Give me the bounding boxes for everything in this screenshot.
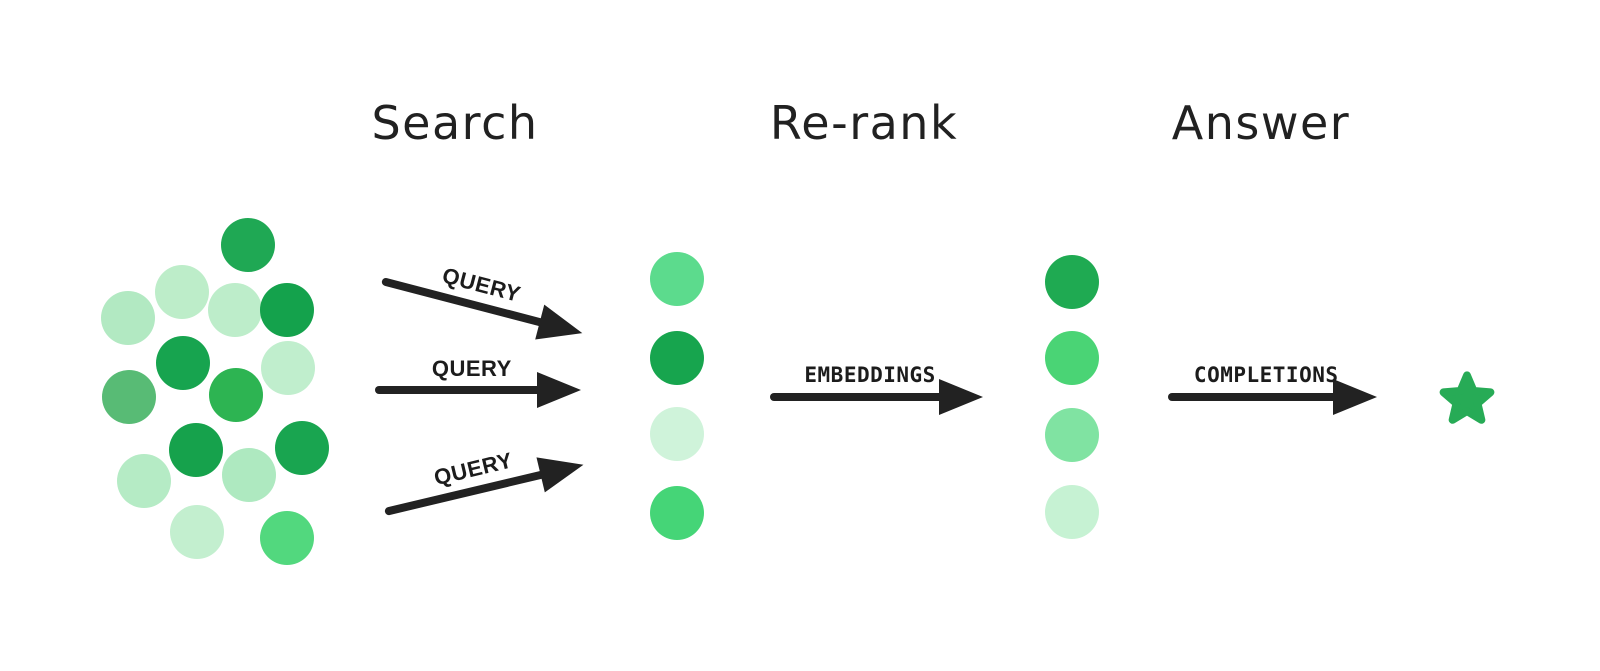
dot [650,407,704,461]
arrow-head-icon [537,372,581,408]
dot [261,341,315,395]
arrow-shaft [375,386,543,394]
dot [117,454,171,508]
embeddings-arrow-label: EMBEDDINGS [804,363,936,387]
query-arrow-middle: QUERY [375,356,581,408]
stage-title-rerank: Re-rank [769,96,959,150]
dot [260,283,314,337]
dot [156,336,210,390]
answer-star-icon [1436,368,1498,430]
dot [1045,255,1099,309]
query-arrow-top: QUERY [380,263,587,351]
dot [222,448,276,502]
arrow-head-icon [536,447,588,493]
arrow-head-icon [1333,379,1377,415]
completions-arrow-label: COMPLETIONS [1193,363,1339,387]
star-shape [1439,371,1495,424]
dot [1045,408,1099,462]
stage-title-answer: Answer [1171,96,1351,150]
completions-arrow: COMPLETIONS [1168,363,1377,415]
query-arrow-bottom: QUERY [384,447,588,516]
arrow-shaft [770,393,945,401]
dot [209,368,263,422]
dot [260,511,314,565]
arrow-shaft [1168,393,1339,401]
dot [1045,485,1099,539]
dot [650,252,704,306]
dot [650,486,704,540]
arrow-head-icon [535,304,587,351]
embeddings-arrow: EMBEDDINGS [770,363,983,415]
dot [221,218,275,272]
dot [101,291,155,345]
dot [1045,331,1099,385]
dot [169,423,223,477]
dot [102,370,156,424]
query-arrow-middle-label: QUERY [431,356,512,381]
dot [208,283,262,337]
dot [650,331,704,385]
dot [170,505,224,559]
dot [275,421,329,475]
dot [155,265,209,319]
arrow-head-icon [939,379,983,415]
stage-title-search: Search [371,96,539,150]
